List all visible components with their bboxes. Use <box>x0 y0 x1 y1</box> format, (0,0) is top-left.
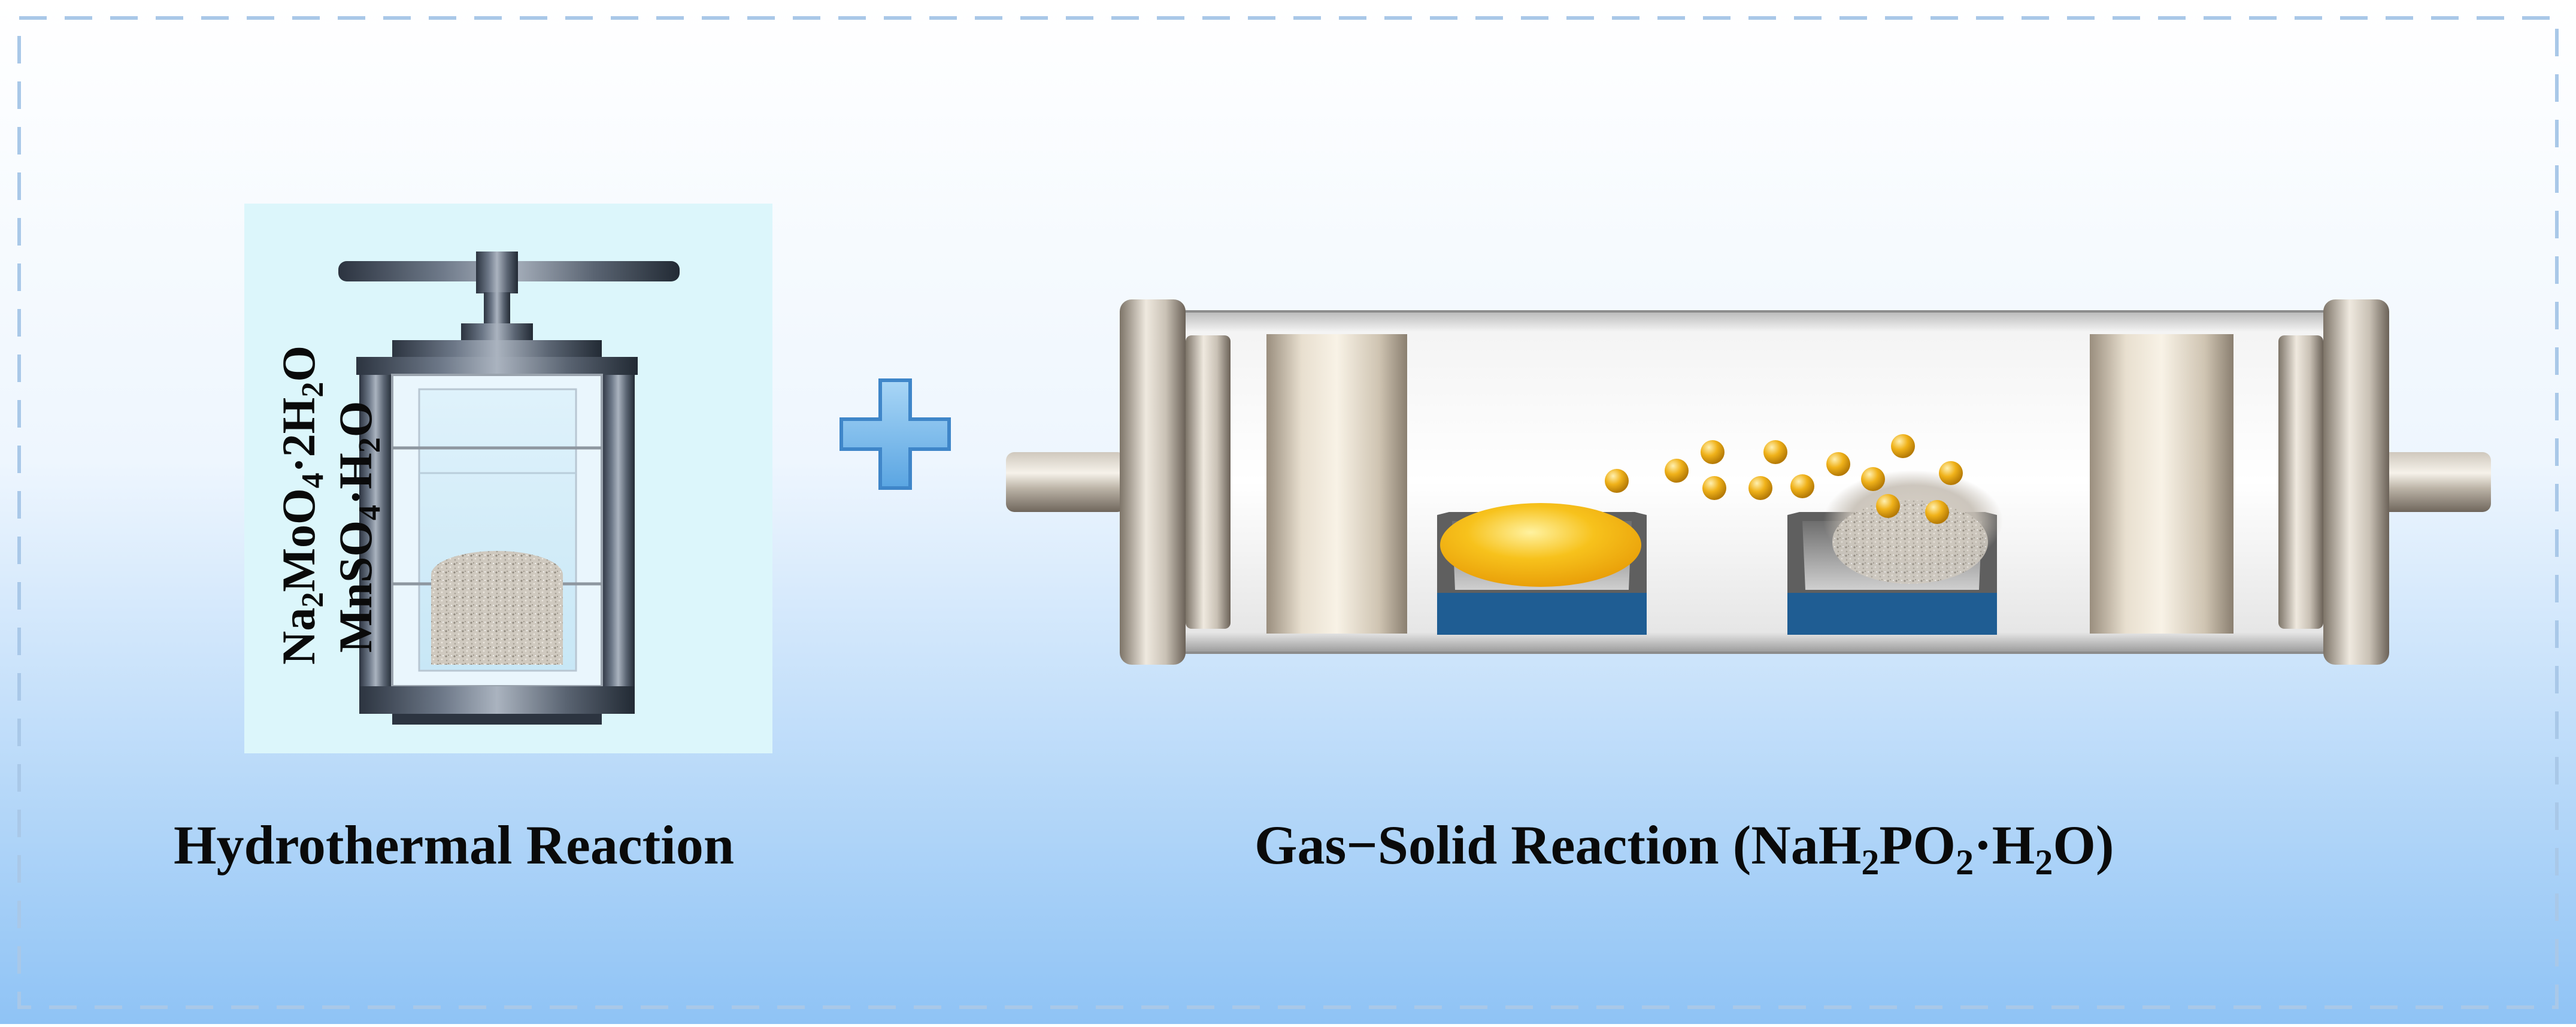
gas-particle <box>1861 467 1885 491</box>
precursor-boat <box>1437 503 1647 635</box>
left-insulation-plug <box>1266 334 1407 634</box>
autoclave-cap <box>356 357 638 375</box>
right-insulation-plug <box>2090 334 2233 634</box>
gas-particle <box>1748 476 1772 500</box>
autoclave-precipitate <box>431 575 563 665</box>
reagent-label-sodium-molybdate: Na2MoO4·2H2O <box>272 346 330 665</box>
autoclave-top-plate <box>392 340 602 357</box>
tube-furnace-icon <box>1006 299 2491 665</box>
precursor-powder <box>1440 503 1641 587</box>
gas-particle <box>1702 476 1726 500</box>
gas-particle <box>1826 452 1850 476</box>
autoclave-base <box>359 686 635 714</box>
inlet-pipe <box>1006 452 1126 512</box>
plus-icon <box>840 378 951 490</box>
gas-particle <box>1605 469 1629 493</box>
caption-gas-solid: Gas−Solid Reaction (NaH2PO2·H2O) <box>1254 814 2114 882</box>
sample-powder <box>1832 500 1988 584</box>
left-flange <box>1120 299 1186 665</box>
outlet-pipe <box>2371 452 2491 512</box>
gas-particle <box>1876 494 1900 518</box>
gas-particle <box>1665 459 1689 483</box>
autoclave-icon <box>244 204 772 753</box>
dashed-frame <box>17 16 2559 1009</box>
autoclave-handle-hub <box>476 252 518 293</box>
gas-particle <box>1891 434 1915 458</box>
autoclave-screw-nut <box>461 323 533 341</box>
gas-particle <box>1790 474 1814 498</box>
autoclave-left-wall <box>359 375 392 698</box>
reagent-label-manganese-sulfate: MnSO4·H2O <box>329 401 387 653</box>
autoclave-foot <box>392 714 602 725</box>
gas-particle <box>1939 461 1963 485</box>
caption-hydrothermal: Hydrothermal Reaction <box>174 814 735 875</box>
sample-boat <box>1787 470 2003 635</box>
left-flange-inner <box>1186 335 1231 629</box>
right-flange <box>2323 299 2389 665</box>
right-flange-inner <box>2278 335 2323 629</box>
gas-particle <box>1763 440 1787 464</box>
gas-particle <box>1701 440 1725 464</box>
gas-particles <box>1605 434 1963 524</box>
autoclave-screw <box>484 292 510 328</box>
gas-particle <box>1925 500 1949 524</box>
autoclave-right-wall <box>602 375 635 698</box>
